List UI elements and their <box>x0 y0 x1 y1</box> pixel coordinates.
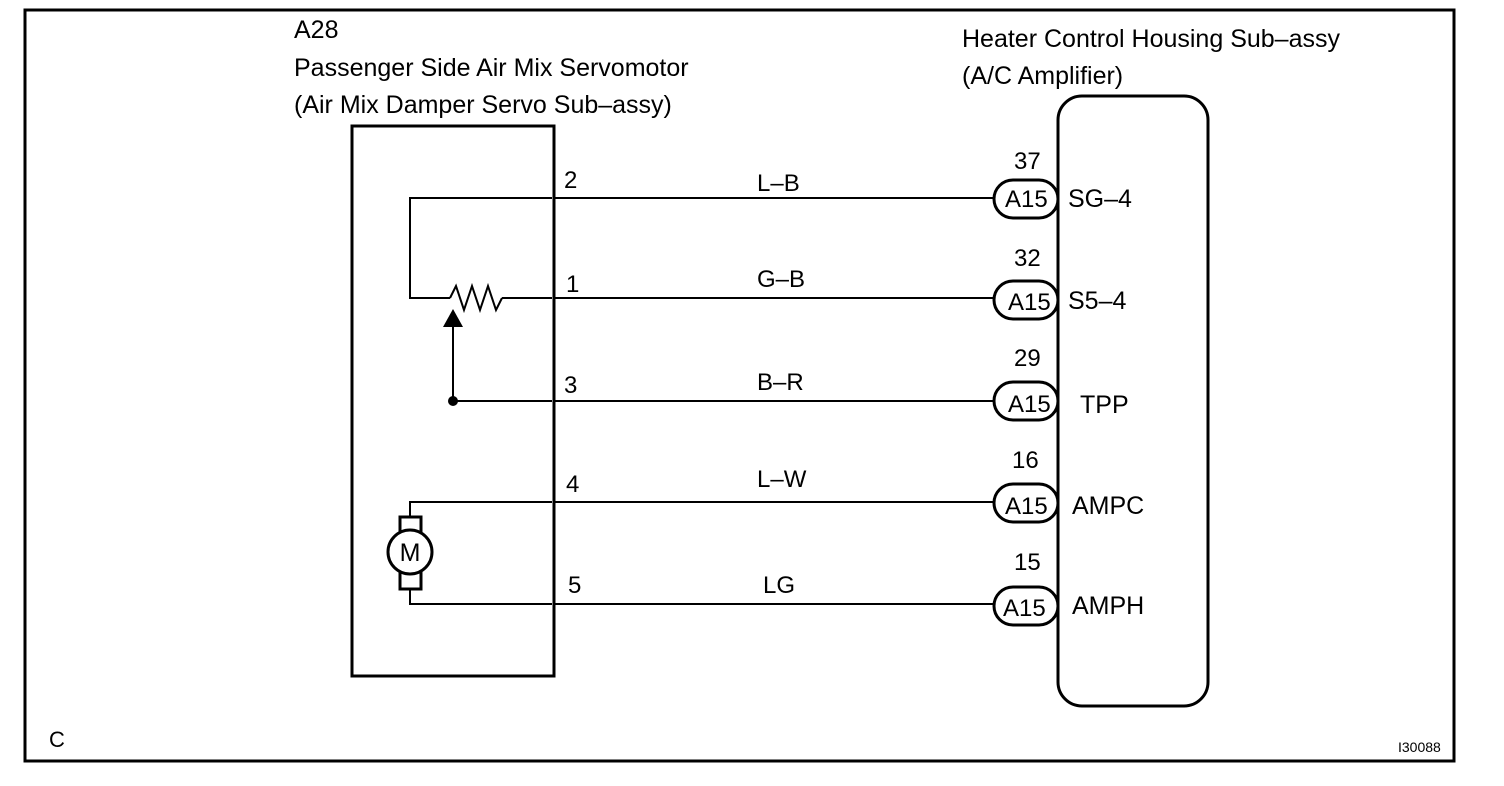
wire-color: L–B <box>757 170 800 197</box>
connector-badge <box>992 178 1060 220</box>
motor: M <box>386 501 552 605</box>
connector-badge <box>992 482 1060 524</box>
pin-number: 5 <box>568 572 581 599</box>
wire-pin-3: 3 B–R 29 A15 TPP <box>554 345 1129 422</box>
pin-number: 2 <box>564 167 577 194</box>
servomotor-name: Passenger Side Air Mix Servomotor <box>294 54 689 82</box>
pin-number: 3 <box>564 372 577 399</box>
signal-name: AMPH <box>1072 592 1144 620</box>
connector-badge <box>992 279 1060 321</box>
wire-color: LG <box>763 572 795 599</box>
terminal-number: 29 <box>1014 345 1041 372</box>
wiper-arrow-icon <box>443 309 463 327</box>
terminal-number: 32 <box>1014 245 1041 272</box>
wire-pin-1: 1 G–B 32 A15 S5–4 <box>554 245 1126 321</box>
amplifier-subname: (A/C Amplifier) <box>962 62 1123 90</box>
servomotor-code: A28 <box>294 16 338 44</box>
terminal-number: 37 <box>1014 148 1041 175</box>
wire-pin-2: 2 L–B 37 A15 SG–4 <box>554 148 1132 220</box>
terminal-number: 16 <box>1012 447 1039 474</box>
amplifier-name: Heater Control Housing Sub–assy <box>962 25 1340 53</box>
connector-code: A15 <box>1005 493 1048 520</box>
wire-color: L–W <box>757 466 807 493</box>
motor-icon <box>386 528 434 576</box>
connector-code: A15 <box>1008 289 1051 316</box>
pin-number: 1 <box>566 271 579 298</box>
connector-badge <box>992 380 1060 422</box>
outer-frame <box>23 8 1456 763</box>
figure-code: I30088 <box>1398 739 1441 755</box>
connector-code: A15 <box>1008 391 1051 418</box>
motor-label: M <box>400 539 421 567</box>
signal-name: TPP <box>1080 391 1129 419</box>
wire-pin-5: 5 LG 15 A15 AMPH <box>554 549 1144 627</box>
signal-name: SG–4 <box>1068 185 1132 213</box>
potentiometer <box>409 197 552 401</box>
pin-number: 4 <box>566 471 579 498</box>
wire-color: G–B <box>757 266 805 293</box>
wire-color: B–R <box>757 369 804 396</box>
footer-left: C <box>49 727 65 752</box>
connector-code: A15 <box>1003 595 1046 622</box>
wire-pin-4: 4 L–W 16 A15 AMPC <box>554 447 1144 524</box>
connector-code: A15 <box>1005 186 1048 213</box>
signal-name: S5–4 <box>1068 287 1126 315</box>
connector-badge <box>992 585 1060 627</box>
signal-name: AMPC <box>1072 492 1144 520</box>
terminal-number: 15 <box>1014 549 1041 576</box>
servomotor-subname: (Air Mix Damper Servo Sub–assy) <box>294 91 672 119</box>
